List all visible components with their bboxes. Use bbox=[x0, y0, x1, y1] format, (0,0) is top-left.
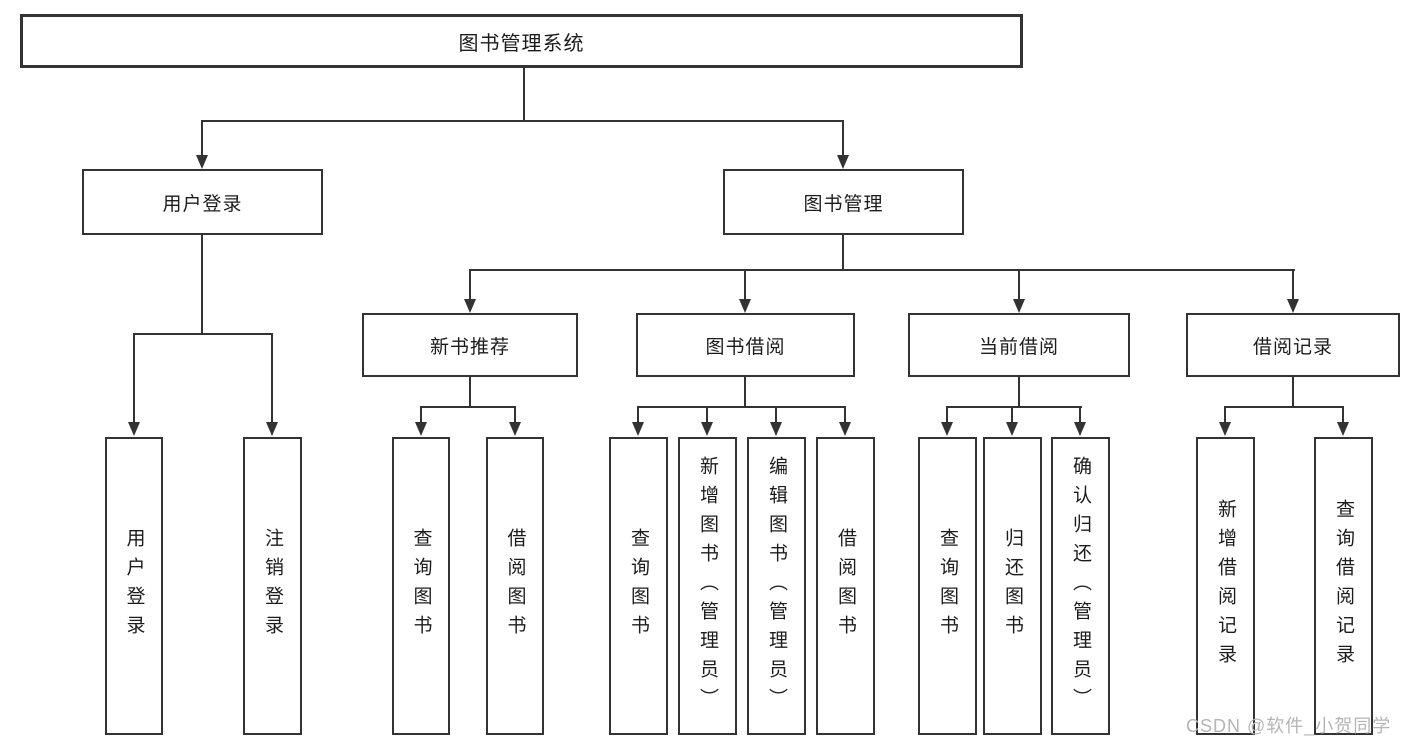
connector-newrec-branch bbox=[420, 406, 516, 408]
connector-drop-borrowing-edit bbox=[775, 406, 777, 423]
csdn-watermark: CSDN @软件_小贺同学 bbox=[1186, 716, 1392, 736]
arrowhead-newrec-query bbox=[415, 422, 427, 436]
arrowhead-book-borrow bbox=[739, 299, 751, 313]
arrowhead-borrowing-add bbox=[701, 422, 713, 436]
node-borrowing-query-books: 查询图书 bbox=[609, 437, 668, 735]
arrowhead-logout bbox=[266, 422, 278, 436]
connector-borrowing-branch bbox=[637, 406, 846, 408]
node-current-confirm-return-admin: 确认归还（管理员） bbox=[1051, 437, 1110, 735]
connector-drop-borrowing-query bbox=[637, 406, 639, 423]
arrowhead-new-book-rec bbox=[464, 299, 476, 313]
node-root-library-system: 图书管理系统 bbox=[20, 14, 1023, 68]
node-user-login-leaf: 用户登录 bbox=[105, 437, 163, 735]
connector-drop-records-query bbox=[1342, 406, 1344, 423]
node-book-borrowing: 图书借阅 bbox=[636, 313, 855, 377]
arrowhead-borrowing-edit bbox=[770, 422, 782, 436]
node-borrowing-edit-books-admin: 编辑图书（管理员） bbox=[747, 437, 806, 735]
node-newrec-borrow-books: 借阅图书 bbox=[486, 437, 544, 735]
connector-drop-borrowing-borrow bbox=[844, 406, 846, 423]
connector-drop-current-confirm bbox=[1079, 406, 1081, 423]
connector-records-stem bbox=[1292, 377, 1294, 407]
connector-current-branch bbox=[946, 406, 1082, 408]
connector-current-stem bbox=[1018, 377, 1020, 407]
arrowhead-current-return bbox=[1006, 422, 1018, 436]
connector-drop-current-return bbox=[1011, 406, 1013, 423]
connector-drop-new-book-rec bbox=[469, 269, 471, 299]
node-new-book-recommend: 新书推荐 bbox=[362, 313, 578, 377]
node-current-return-books: 归还图书 bbox=[983, 437, 1042, 735]
node-current-query-books: 查询图书 bbox=[918, 437, 977, 735]
node-newrec-query-books: 查询图书 bbox=[392, 437, 450, 735]
node-borrowing-add-books-admin: 新增图书（管理员） bbox=[678, 437, 737, 735]
node-user-login: 用户登录 bbox=[82, 169, 323, 235]
connector-drop-newrec-query bbox=[420, 406, 422, 423]
arrowhead-borrowing-borrow bbox=[839, 422, 851, 436]
arrowhead-current-query bbox=[941, 422, 953, 436]
arrowhead-current-confirm bbox=[1074, 422, 1086, 436]
arrowhead-borrow-records bbox=[1287, 299, 1299, 313]
connector-drop-current-borrow bbox=[1018, 269, 1020, 299]
arrowhead-login bbox=[128, 422, 140, 436]
connector-drop-user-login bbox=[201, 120, 203, 156]
connector-root-stem bbox=[523, 68, 525, 122]
connector-drop-borrowing-add bbox=[706, 406, 708, 423]
connector-drop-borrow-records bbox=[1292, 269, 1294, 299]
connector-root-branch bbox=[201, 120, 844, 122]
connector-book-mgmt-stem bbox=[842, 235, 844, 271]
node-records-query-record: 查询借阅记录 bbox=[1314, 437, 1373, 735]
arrowhead-newrec-borrow bbox=[509, 422, 521, 436]
node-borrow-records: 借阅记录 bbox=[1186, 313, 1400, 377]
connector-borrowing-stem bbox=[744, 377, 746, 407]
connector-drop-newrec-borrow bbox=[514, 406, 516, 423]
connector-drop-current-query bbox=[946, 406, 948, 423]
node-book-management: 图书管理 bbox=[723, 169, 964, 235]
arrowhead-book-mgmt bbox=[837, 155, 849, 169]
arrowhead-borrowing-query bbox=[632, 422, 644, 436]
connector-user-login-branch bbox=[133, 333, 273, 335]
arrowhead-current-borrow bbox=[1013, 299, 1025, 313]
connector-drop-book-mgmt bbox=[842, 120, 844, 156]
connector-book-mgmt-branch bbox=[469, 269, 1295, 271]
connector-drop-login bbox=[133, 333, 135, 423]
arrowhead-records-add bbox=[1219, 422, 1231, 436]
connector-newrec-stem bbox=[469, 377, 471, 407]
node-borrowing-borrow-books: 借阅图书 bbox=[816, 437, 875, 735]
connector-drop-book-borrow bbox=[744, 269, 746, 299]
connector-records-branch bbox=[1224, 406, 1344, 408]
arrowhead-records-query bbox=[1337, 422, 1349, 436]
node-records-add-record: 新增借阅记录 bbox=[1196, 437, 1255, 735]
connector-user-login-stem bbox=[201, 235, 203, 334]
node-logout-leaf: 注销登录 bbox=[243, 437, 302, 735]
connector-drop-records-add bbox=[1224, 406, 1226, 423]
node-current-borrowing: 当前借阅 bbox=[908, 313, 1130, 377]
connector-drop-logout bbox=[271, 333, 273, 423]
arrowhead-user-login bbox=[196, 155, 208, 169]
